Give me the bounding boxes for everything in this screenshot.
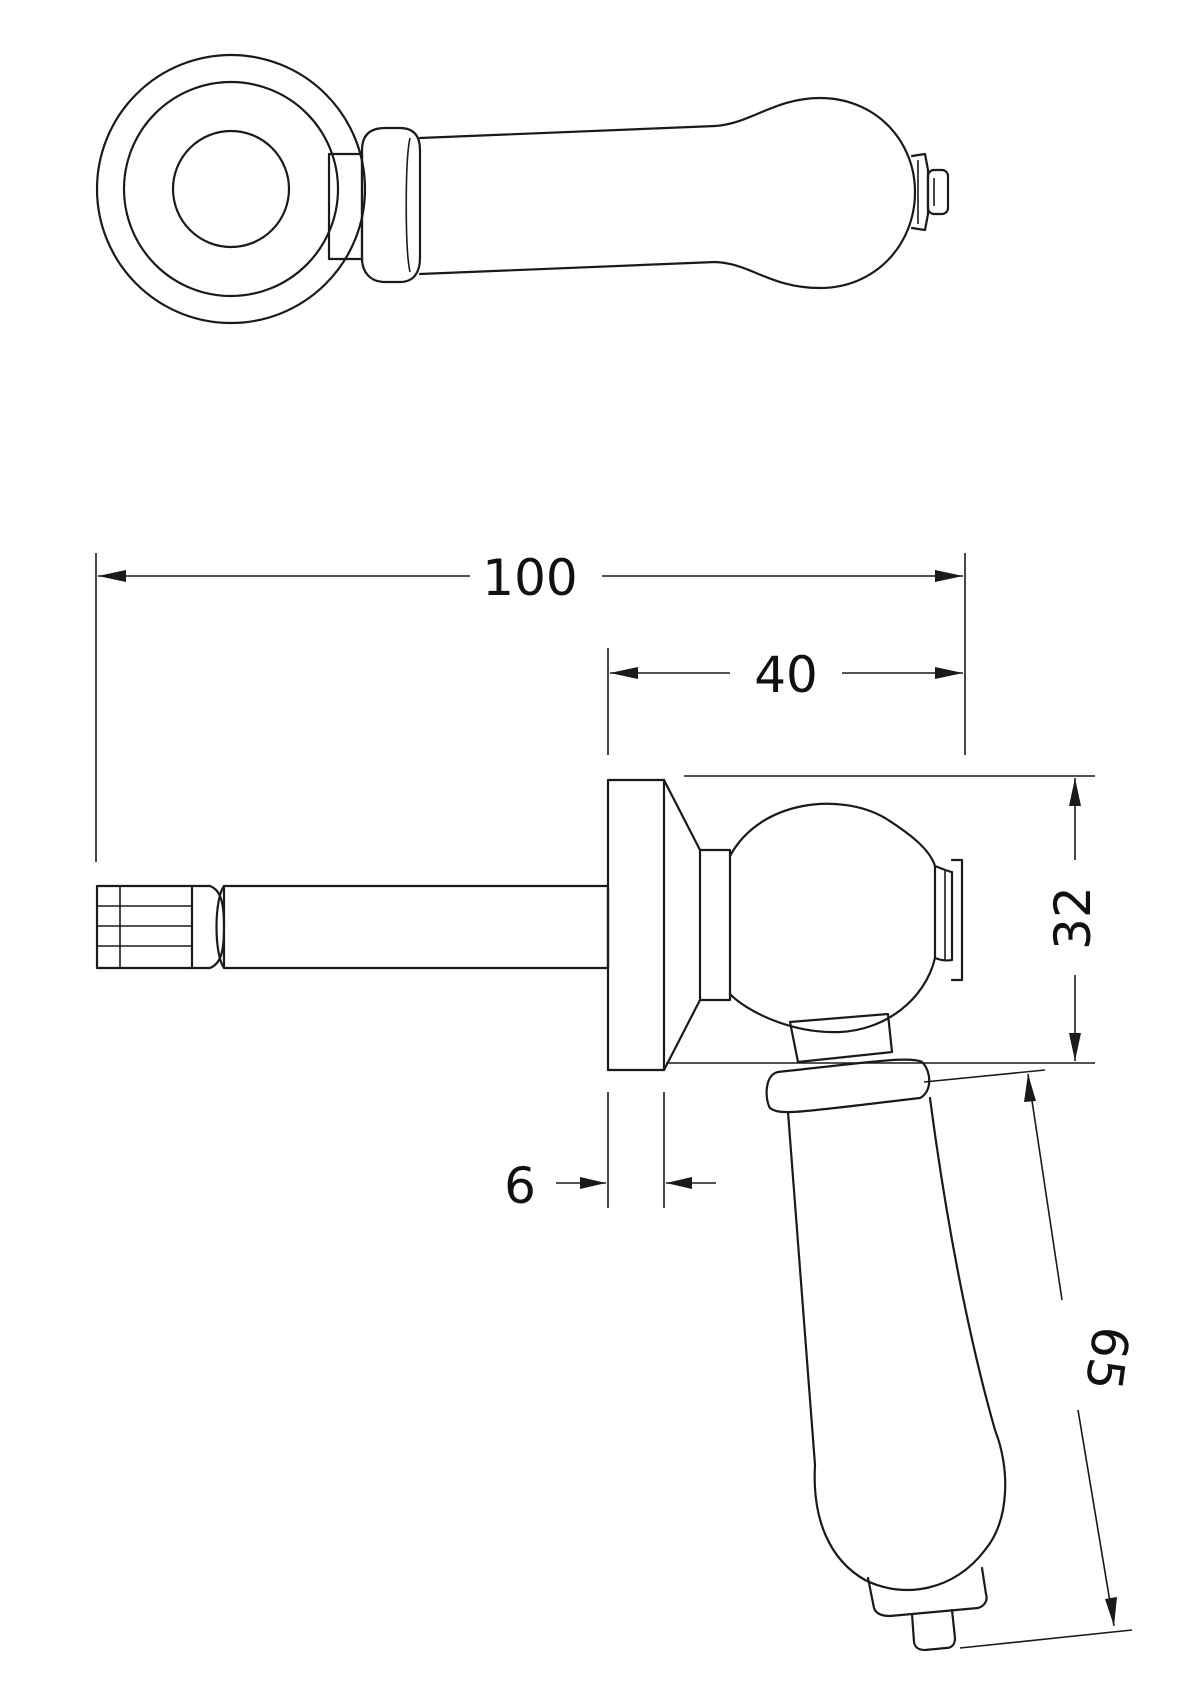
dimension-handle-offset: 40 (607, 646, 963, 755)
lever-end-cap (866, 1566, 988, 1618)
top-view-collar (360, 126, 422, 284)
top-view-handle (418, 96, 917, 290)
dimension-flange-thickness-label: 6 (504, 1157, 536, 1215)
spindle-shaft (222, 884, 610, 970)
ball-cap (933, 864, 954, 962)
lever-handle (786, 1096, 1007, 1592)
lever-stem (788, 1012, 894, 1064)
top-view-inner-ring (122, 80, 340, 298)
flange-plate (606, 778, 666, 1072)
dimension-lever-length: 65 (923, 1069, 1140, 1649)
lever-collar (765, 1058, 931, 1114)
top-view-hub (171, 129, 291, 249)
top-view-end-button (926, 168, 950, 216)
side-view-lever (95, 778, 1007, 1652)
dimension-overall-length: 100 (95, 549, 966, 862)
lever-ball (728, 802, 937, 1034)
dimension-handle-offset-label: 40 (754, 646, 818, 704)
top-view-outer-ring (95, 53, 367, 325)
top-view-neck (327, 152, 364, 261)
top-view-lever (95, 53, 950, 325)
spindle-spline (95, 884, 194, 970)
dimension-lever-length-label: 65 (1074, 1323, 1140, 1394)
dimension-height-label: 32 (1044, 886, 1102, 950)
dimension-overall-length-label: 100 (482, 549, 577, 607)
lever-end-button (910, 1608, 957, 1652)
dimension-flange-thickness: 6 (504, 1092, 716, 1215)
ball-cap-rim (950, 858, 964, 982)
flange-cone (662, 778, 702, 1072)
dimension-height: 32 (666, 775, 1102, 1064)
